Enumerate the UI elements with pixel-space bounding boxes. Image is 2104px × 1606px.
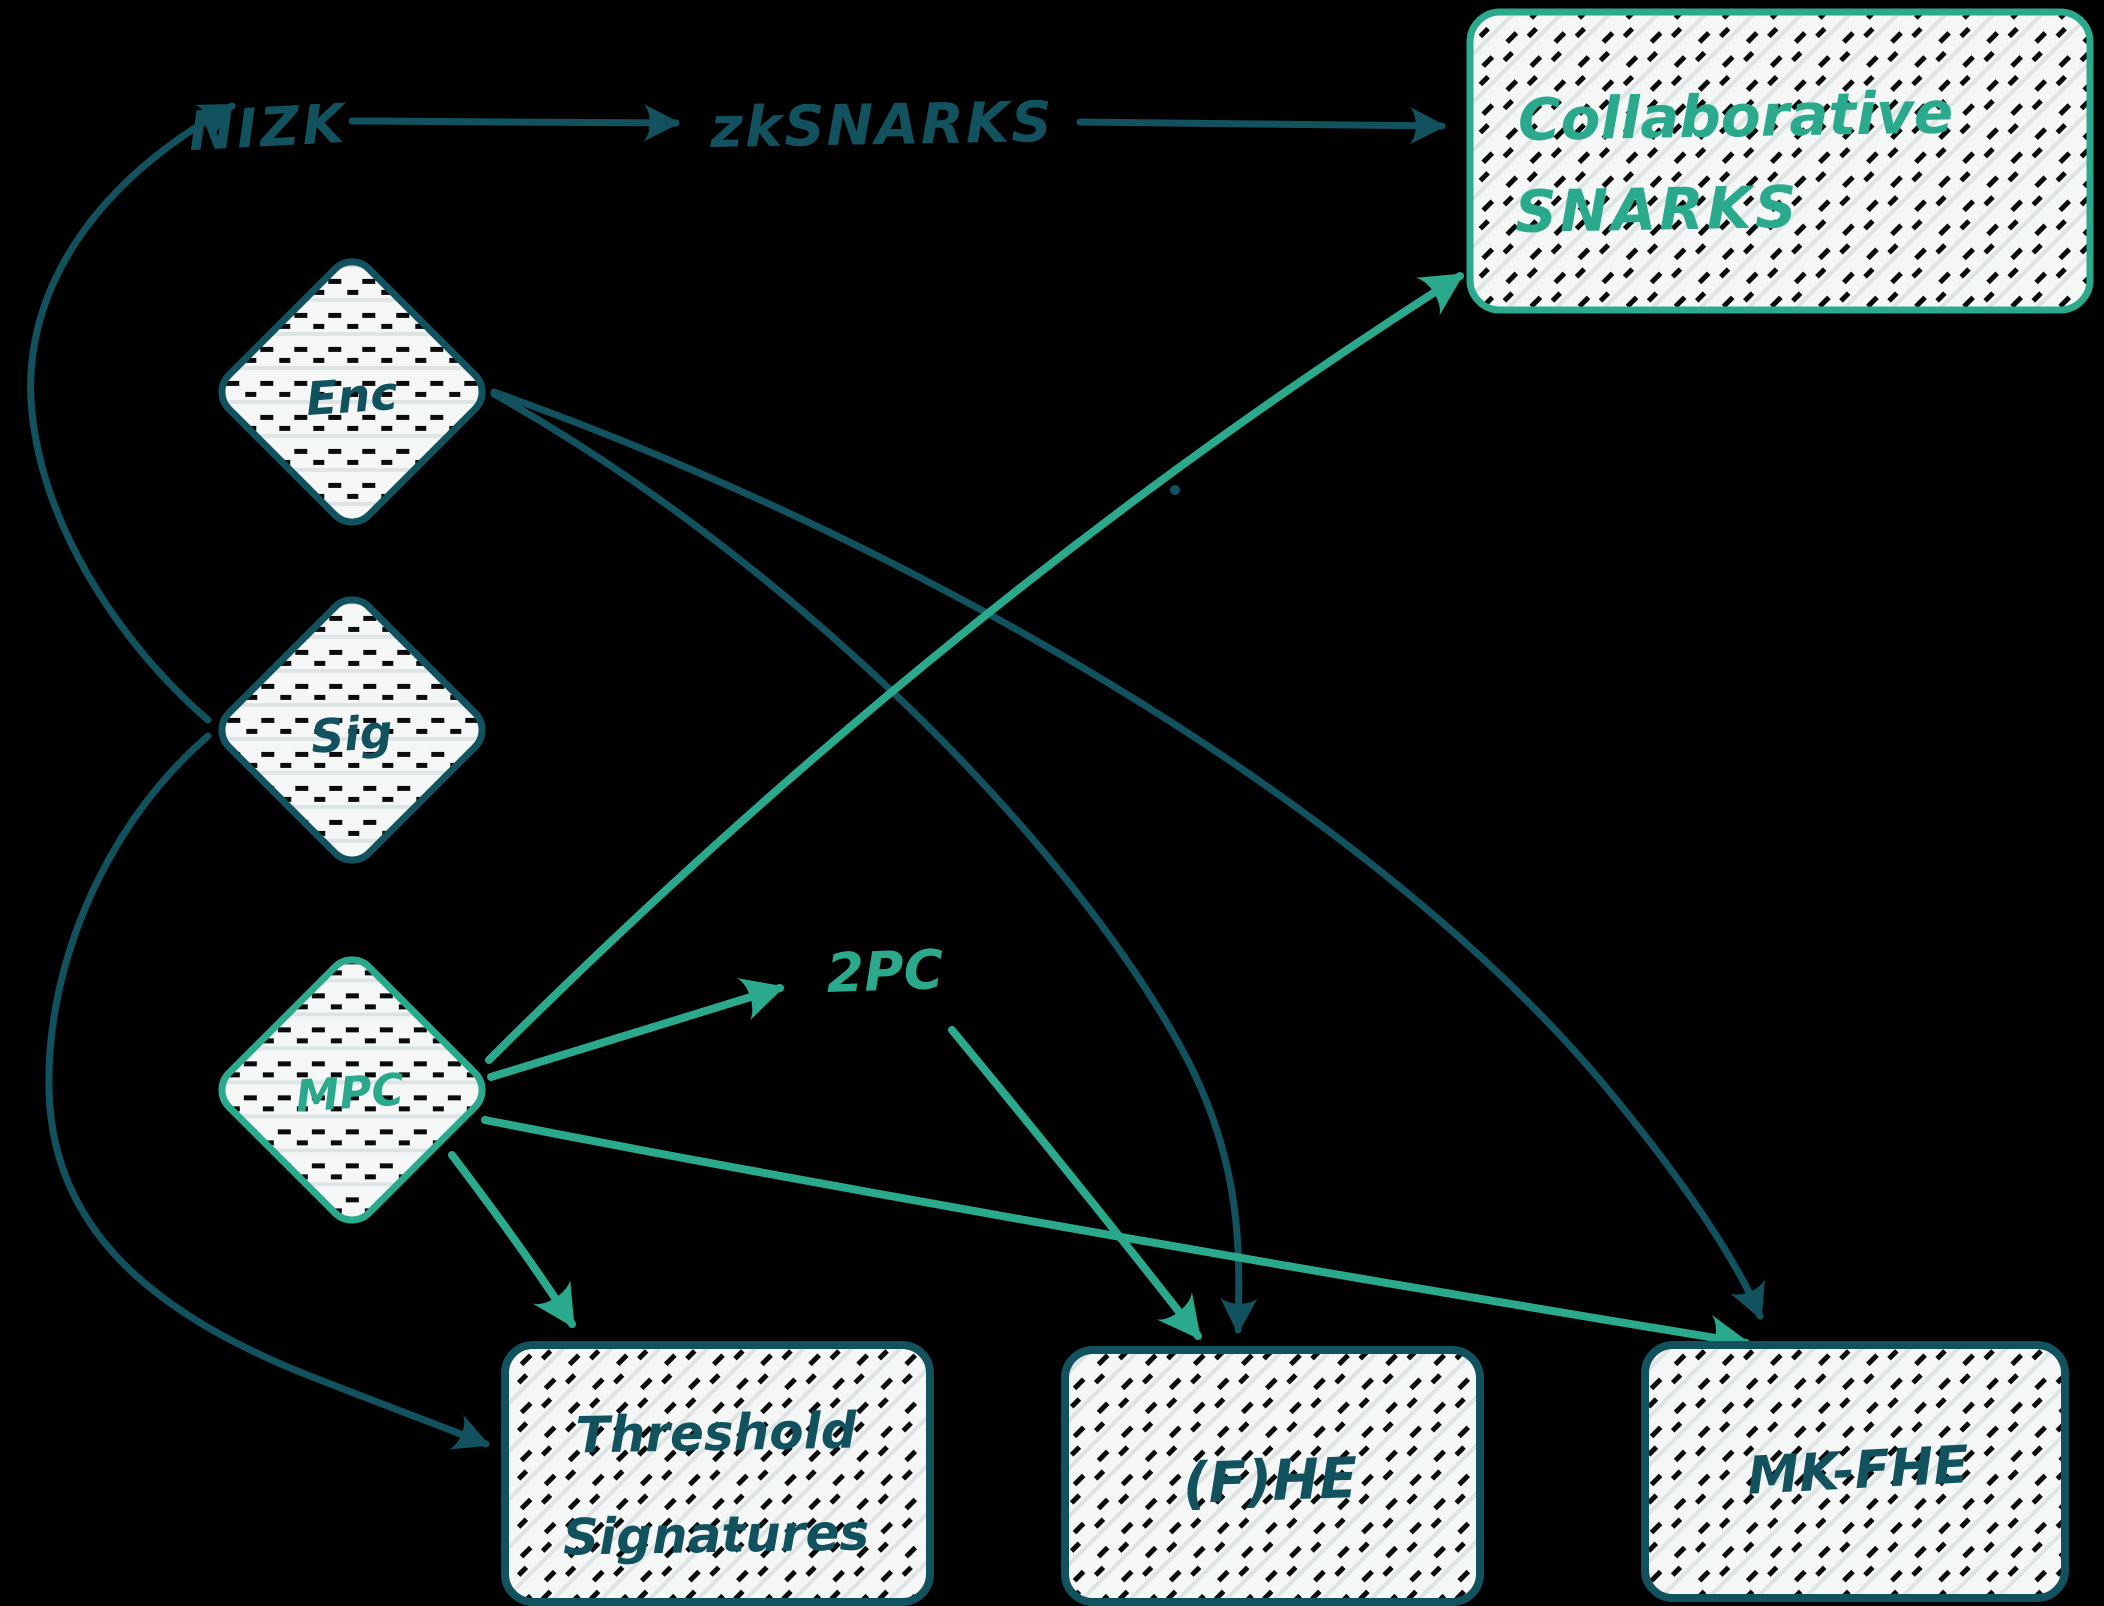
node-threshold-signatures-label-line1: Threshold [575, 1402, 858, 1465]
edge-mpc-to-2pc [487, 977, 785, 1081]
edge-enc-to-mk-fhe [490, 388, 1765, 1320]
node-nizk-label: NIZK [187, 92, 350, 163]
node-enc-label: Enc [304, 366, 399, 426]
edge-2pc-to-fhe [948, 1026, 1202, 1340]
node-threshold-signatures: Threshold Signatures [501, 1341, 934, 1606]
edge-enc-to-fhe [490, 390, 1258, 1335]
node-enc: Enc [218, 258, 486, 526]
edge-nizk-to-zksnarks [348, 103, 681, 142]
edge-mpc-to-threshold-signatures [448, 1151, 576, 1329]
node-fhe-label: (F)HE [1182, 1446, 1359, 1517]
node-zksnarks-label: zkSNARKS [709, 90, 1054, 161]
node-collaborative-snarks-label-line2: SNARKS [1514, 173, 1800, 246]
node-mk-fhe: MK-FHE [1641, 1341, 2069, 1602]
node-sig: Sig [218, 596, 486, 864]
edge-mpc-to-mk-fhe [481, 1116, 1751, 1359]
node-threshold-signatures-label-line2: Signatures [563, 1503, 870, 1566]
edge-sig-to-nizk [27, 102, 236, 724]
edge-mpc-to-collaborative-snarks [485, 272, 1465, 1064]
edge-zksnarks-to-collaborative-snarks [1076, 106, 1447, 145]
node-2pc-label: 2PC [825, 938, 944, 1005]
node-mk-fhe-label: MK-FHE [1746, 1435, 1971, 1507]
node-collaborative-snarks: Collaborative SNARKS [1466, 8, 2094, 314]
node-collaborative-snarks-label-line1: Collaborative [1517, 78, 1953, 154]
edge-sig-to-threshold-signatures [45, 732, 490, 1450]
node-fhe: (F)HE [1061, 1346, 1484, 1606]
node-sig-label: Sig [309, 704, 394, 764]
node-mpc-label: MPC [294, 1064, 406, 1122]
stray-dot [1170, 485, 1180, 495]
node-mpc: MPC [218, 956, 486, 1224]
